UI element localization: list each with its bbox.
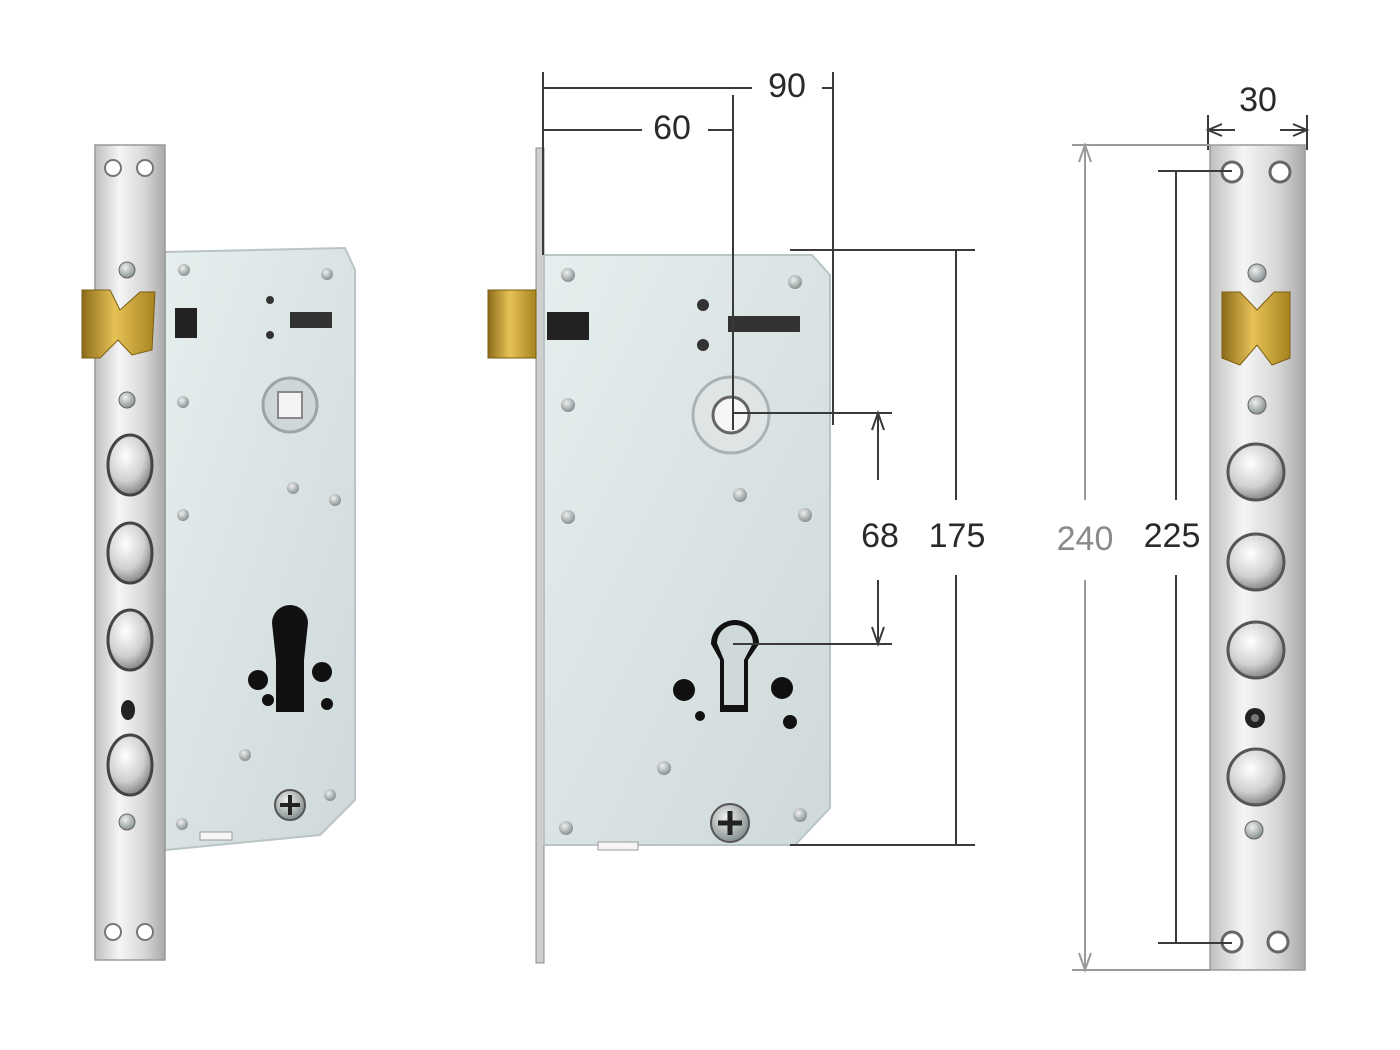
slot-side <box>175 308 197 338</box>
main-screw-side <box>274 789 306 821</box>
foot-tab-front <box>597 841 639 851</box>
faceplate-edge-front <box>535 147 545 964</box>
latch-bolt-side <box>81 289 156 359</box>
pin-hole-side-3 <box>262 694 274 706</box>
hole-front-2 <box>697 339 709 351</box>
spindle-square-side <box>277 391 303 419</box>
lock-case-front <box>543 254 831 846</box>
dim-label-175: 175 <box>929 517 986 555</box>
pin-hole-front-3 <box>783 715 797 729</box>
pin-hole-side-2 <box>312 662 332 682</box>
faceplate-holes-side <box>104 159 154 941</box>
latch-bolt-face <box>1221 291 1291 366</box>
faceplate-view <box>1209 144 1306 971</box>
cylinder-hole-side <box>272 605 308 712</box>
dim-label-68: 68 <box>861 517 899 555</box>
hole-front-1 <box>697 299 709 311</box>
switch-side <box>290 312 332 328</box>
pin-hole-side-4 <box>321 698 333 710</box>
case-screws-side <box>176 264 341 830</box>
deadbolts-face <box>1226 442 1286 807</box>
foot-tab-side <box>199 831 233 841</box>
side-view <box>81 144 356 961</box>
deadbolts-side <box>106 433 154 797</box>
case-screws-front <box>559 268 812 835</box>
faceplate-screws-face <box>1244 263 1267 840</box>
slot-front <box>547 312 589 340</box>
lock-case-side <box>164 246 356 852</box>
pin-hole-front-1 <box>673 679 695 701</box>
switch-front <box>728 316 800 332</box>
pin-hole-side-1 <box>248 670 268 690</box>
front-view <box>487 147 831 964</box>
dimension-lines-front <box>542 72 975 846</box>
pin-hole-front-4 <box>695 711 705 721</box>
main-screw-front <box>710 803 750 843</box>
dimension-lines-faceplate <box>1072 115 1310 974</box>
spindle-inner-front <box>711 395 751 435</box>
latch-bolt-front <box>487 289 537 359</box>
dim-label-225: 225 <box>1144 517 1201 555</box>
faceplate-screws-side <box>118 261 136 831</box>
dim-label-240: 240 <box>1057 520 1114 558</box>
pin-hole-front-2 <box>771 677 793 699</box>
dim-label-60: 60 <box>653 109 691 147</box>
dim-label-30: 30 <box>1239 81 1277 119</box>
dim-label-90: 90 <box>768 67 806 105</box>
